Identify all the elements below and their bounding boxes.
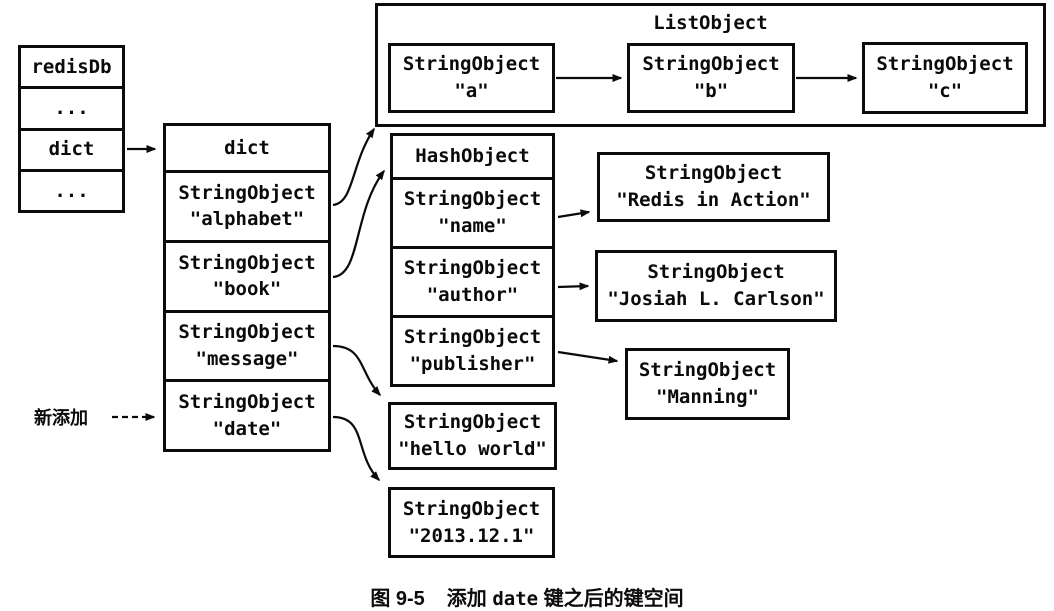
object-type: StringObject bbox=[403, 188, 542, 211]
value-box-author: StringObject "Josiah L. Carlson" bbox=[595, 250, 837, 322]
figure-caption: 图 9-5 添加 date 键之后的键空间 bbox=[0, 582, 1054, 611]
value-box-message: StringObject "hello world" bbox=[388, 402, 557, 470]
object-type: StringObject bbox=[638, 359, 777, 382]
hash-field-author: StringObject "author" bbox=[393, 246, 552, 315]
object-value: "book" bbox=[212, 278, 282, 301]
object-type: StringObject bbox=[402, 497, 541, 520]
object-type: StringObject bbox=[178, 251, 316, 274]
dict-row-alphabet: StringObject "alphabet" bbox=[166, 170, 328, 240]
redisdb-table: redisDb ... dict ... bbox=[18, 45, 125, 213]
object-type: StringObject bbox=[178, 391, 316, 414]
redisdb-row-dict: dict bbox=[21, 127, 122, 169]
object-type: StringObject bbox=[178, 321, 316, 344]
hash-field-name: StringObject "name" bbox=[393, 177, 552, 246]
object-value: "name" bbox=[438, 215, 507, 237]
caption-key-name: date bbox=[492, 588, 539, 610]
caption-text-post: 键之后的键空间 bbox=[538, 588, 684, 610]
object-type: StringObject bbox=[178, 181, 316, 204]
list-item-a: StringObject "a" bbox=[388, 43, 555, 113]
value-box-date: StringObject "2013.12.1" bbox=[388, 487, 555, 558]
arrow-date-to-datevalue bbox=[332, 415, 381, 482]
redisdb-label: redisDb bbox=[31, 55, 112, 78]
arrow-message-to-helloworld bbox=[332, 344, 382, 397]
new-key-annotation: 新添加 bbox=[34, 408, 88, 428]
redisdb-row-title: redisDb bbox=[21, 48, 122, 86]
object-value: "a" bbox=[454, 80, 489, 102]
object-value: "Josiah L. Carlson" bbox=[607, 288, 825, 310]
list-item-c: StringObject "c" bbox=[862, 42, 1028, 114]
object-value: "b" bbox=[693, 80, 729, 102]
arrow-name-to-value bbox=[557, 209, 591, 219]
caption-text-pre: 添加 bbox=[446, 588, 493, 610]
arrow-author-to-value bbox=[557, 282, 590, 291]
object-value: "hello world" bbox=[398, 438, 547, 460]
object-type: StringObject bbox=[644, 162, 783, 185]
object-type: StringObject bbox=[403, 411, 542, 434]
arrow-publisher-to-value bbox=[557, 350, 619, 364]
object-value: "2013.12.1" bbox=[408, 524, 535, 547]
arrow-alphabet-to-listobject bbox=[332, 127, 375, 207]
object-value: "Redis in Action" bbox=[616, 189, 811, 211]
redisdb-row-ellipsis-bottom: ... bbox=[21, 168, 122, 210]
value-box-name: StringObject "Redis in Action" bbox=[597, 152, 830, 222]
object-value: "c" bbox=[927, 80, 963, 102]
dict-header: dict bbox=[224, 136, 270, 159]
arrow-book-to-hashobject bbox=[332, 169, 385, 279]
object-type: StringObject bbox=[642, 53, 780, 76]
hash-field-publisher: StringObject "publisher" bbox=[393, 315, 552, 384]
dict-table: dict StringObject "alphabet" StringObjec… bbox=[163, 123, 331, 452]
dict-row-message: StringObject "message" bbox=[166, 309, 328, 380]
hash-object-table: HashObject StringObject "name" StringObj… bbox=[390, 133, 555, 387]
dict-row-date: StringObject "date" bbox=[166, 379, 328, 449]
object-value: "alphabet" bbox=[189, 208, 305, 231]
list-item-b: StringObject "b" bbox=[627, 43, 795, 113]
object-value: "date" bbox=[212, 417, 282, 440]
object-value: "Manning" bbox=[656, 386, 759, 408]
caption-figure-number: 图 9-5 bbox=[370, 588, 425, 610]
redisdb-row-ellipsis-top: ... bbox=[21, 86, 122, 127]
dict-row-book: StringObject "book" bbox=[166, 239, 328, 310]
hash-object-header: HashObject bbox=[415, 145, 530, 168]
object-type: StringObject bbox=[403, 326, 542, 349]
object-value: "author" bbox=[426, 284, 519, 306]
object-value: "message" bbox=[195, 347, 299, 370]
object-type: StringObject bbox=[647, 261, 785, 284]
object-type: StringObject bbox=[876, 53, 1014, 76]
value-box-publisher: StringObject "Manning" bbox=[625, 348, 790, 420]
object-type: StringObject bbox=[402, 53, 541, 76]
list-object-title: ListObject bbox=[653, 12, 768, 34]
object-value: "publisher" bbox=[409, 353, 536, 375]
object-type: StringObject bbox=[403, 257, 542, 280]
